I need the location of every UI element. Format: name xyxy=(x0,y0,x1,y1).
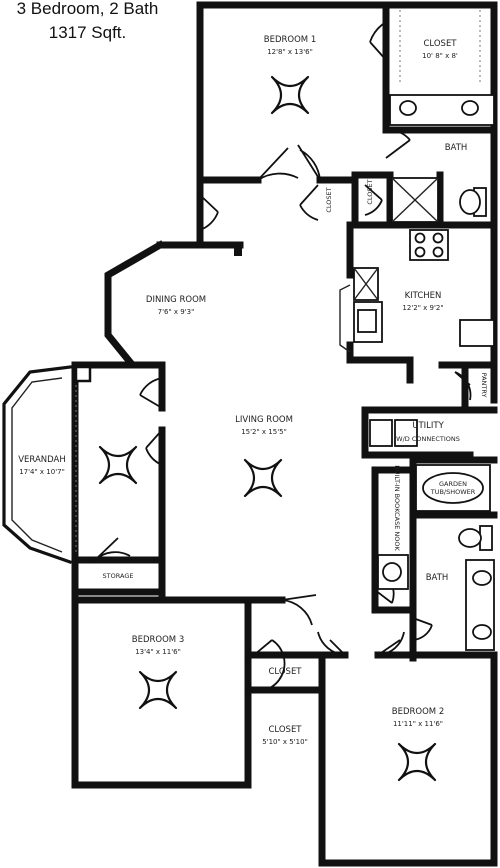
kitchen-label: KITCHEN xyxy=(405,291,442,301)
closet-b3b-label: CLOSET xyxy=(268,725,302,735)
bookcase-nook-label: BUILT-IN BOOKCASE NOOK xyxy=(393,465,401,551)
ceiling-fans xyxy=(98,75,437,782)
room-labels: BEDROOM 1 12'8" x 13'6" CLOSET 10' 8" x … xyxy=(18,35,488,746)
fan-icon xyxy=(270,75,310,115)
closet-b3b-dims: 5'10" x 5'10" xyxy=(262,738,308,746)
floorplan-title: 3 Bedroom, 2 Bath xyxy=(16,0,159,18)
utility-label: UTILITY xyxy=(412,421,444,431)
veranda-dims: 17'4" x 10'7" xyxy=(19,468,65,476)
bedroom1-dims: 12'8" x 13'6" xyxy=(267,48,313,56)
column-post xyxy=(74,365,92,383)
closet-b3a-label: CLOSET xyxy=(268,667,302,677)
fan-icon xyxy=(138,670,178,710)
closet-small-b-label: CLOSET xyxy=(366,179,374,204)
utility-sub: W/D CONNECTIONS xyxy=(396,435,460,443)
bath2-label: BATH xyxy=(426,573,449,583)
fixtures xyxy=(75,10,495,651)
storage-label: STORAGE xyxy=(103,572,134,580)
pantry-label: PANTRY xyxy=(480,373,488,398)
veranda-label: VERANDAH xyxy=(18,455,66,465)
living-label: LIVING ROOM xyxy=(235,415,293,425)
bedroom3-dims: 13'4" x 11'6" xyxy=(135,648,181,656)
fan-icon xyxy=(98,445,138,485)
closet-small-a-label: CLOSET xyxy=(325,187,333,212)
bedroom3-label: BEDROOM 3 xyxy=(132,635,184,645)
bedroom1-label: BEDROOM 1 xyxy=(264,35,316,45)
bedroom2-dims: 11'11" x 11'6" xyxy=(393,720,443,728)
living-dims: 15'2" x 15'5" xyxy=(241,428,287,436)
bath-top-label: BATH xyxy=(445,143,468,153)
floorplan-area: 1317 Sqft. xyxy=(48,23,127,42)
closet-top-label: CLOSET xyxy=(423,39,457,49)
closet-top-dims: 10' 8" x 8' xyxy=(422,52,458,60)
dining-label: DINING ROOM xyxy=(146,295,206,305)
garden-tub-line2: TUB/SHOWER xyxy=(430,488,476,496)
bedroom2-label: BEDROOM 2 xyxy=(392,707,444,717)
doors xyxy=(94,21,472,693)
fan-icon xyxy=(243,458,283,498)
garden-tub-line1: GARDEN xyxy=(439,480,467,488)
column-post xyxy=(234,244,242,256)
dining-dims: 7'6" x 9'3" xyxy=(158,308,195,316)
fan-icon xyxy=(397,742,437,782)
kitchen-dims: 12'2" x 9'2" xyxy=(402,304,443,312)
